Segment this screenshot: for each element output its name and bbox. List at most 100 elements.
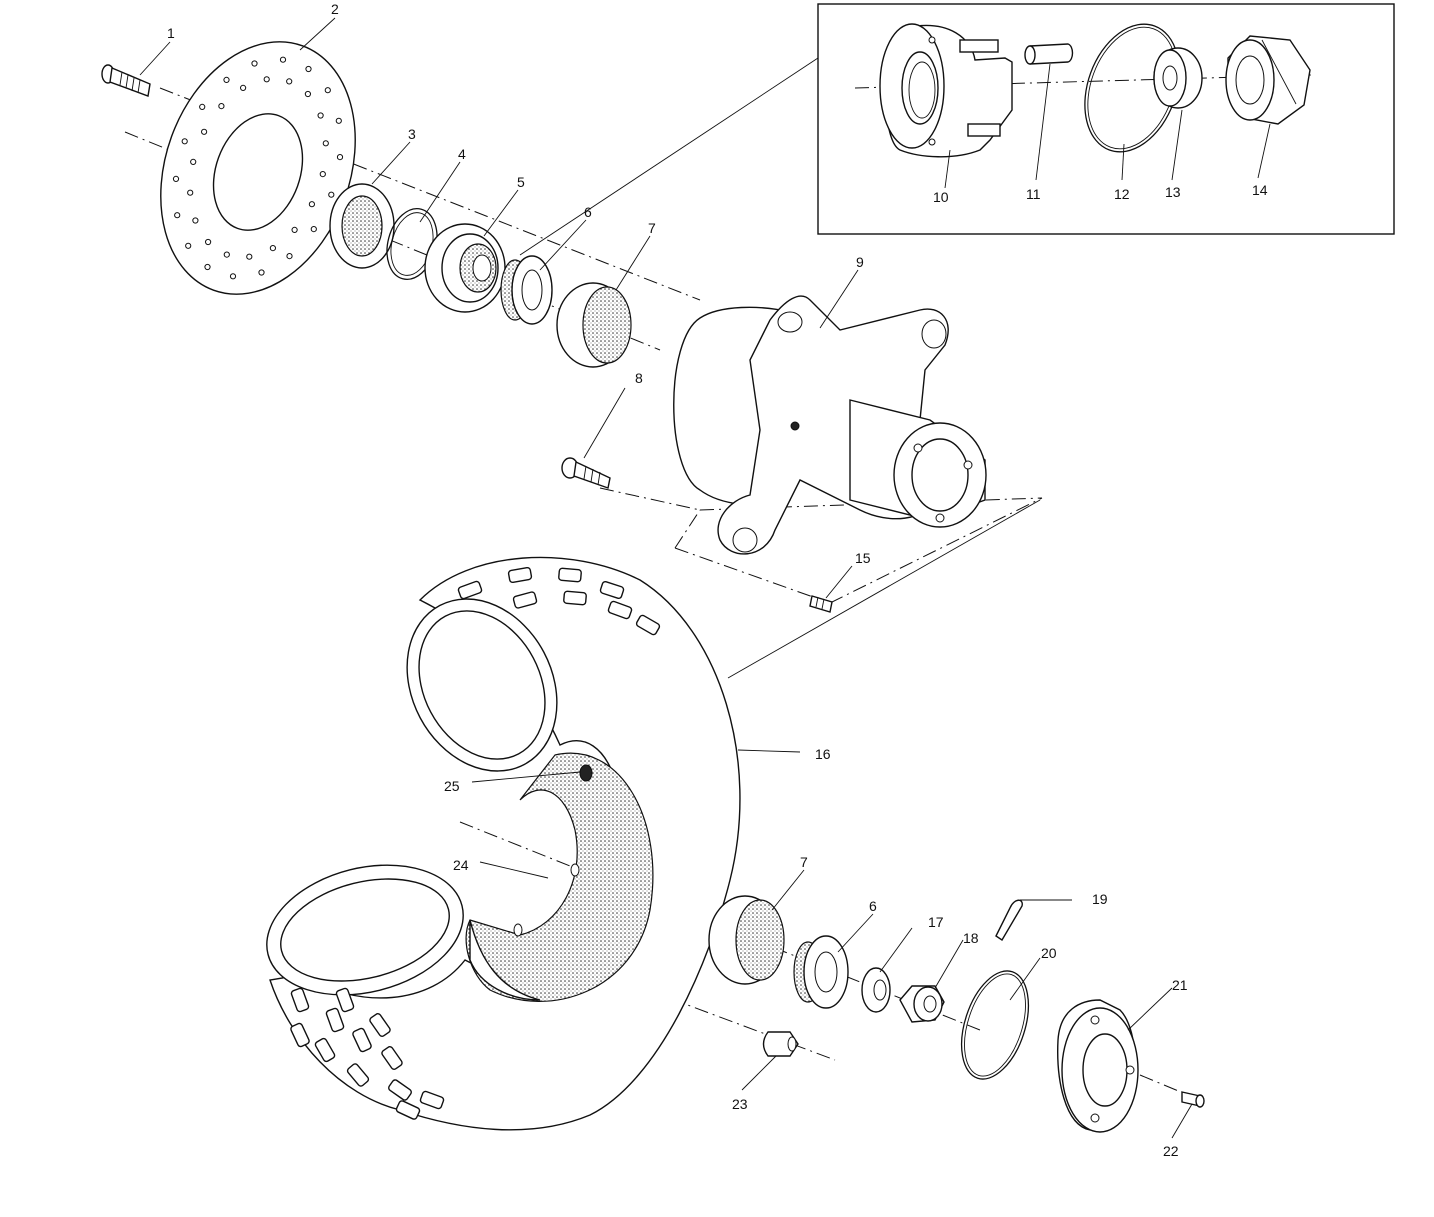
part-20-o-ring[interactable] [949, 962, 1041, 1087]
part-2-brake-disc[interactable] [127, 14, 389, 321]
part-16-tire[interactable] [253, 556, 741, 1131]
disc-hole [187, 189, 194, 196]
part-6-roller-bearing-upper[interactable] [500, 255, 553, 325]
leader-lines [139, 17, 1271, 1139]
disc-hole [328, 191, 335, 198]
callout-13: 13 [1165, 184, 1181, 200]
callout-20: 20 [1041, 945, 1057, 961]
callout-6-lower: 6 [869, 898, 877, 914]
part-11-pin[interactable] [1024, 43, 1074, 65]
disc-hole [218, 103, 225, 110]
part-18-castle-nut[interactable] [899, 985, 945, 1023]
disc-hole [174, 212, 181, 219]
callout-4: 4 [458, 146, 466, 162]
tire-lug [381, 1046, 403, 1070]
callout-15: 15 [855, 550, 871, 566]
callout-5: 5 [517, 174, 525, 190]
callout-11: 11 [1026, 186, 1041, 202]
tire-lug [457, 580, 483, 600]
tire-lug [388, 1079, 412, 1101]
disc-hole [324, 87, 331, 94]
callout-6: 6 [584, 204, 592, 220]
callout-19: 19 [1092, 891, 1108, 907]
disc-hole [305, 65, 312, 73]
part-13-washer[interactable] [1153, 47, 1203, 109]
disc-hole [269, 245, 276, 252]
disc-hole [319, 171, 326, 178]
disc-hole [192, 217, 199, 224]
part-5-splined-hub[interactable] [424, 223, 506, 313]
part-14-hex-nut[interactable] [1225, 35, 1311, 125]
tire-lug [325, 1007, 345, 1033]
disc-hole [279, 56, 287, 63]
part-9-knuckle-housing[interactable] [673, 295, 987, 555]
disc-hole [240, 84, 247, 92]
part-23-lug-nut[interactable] [762, 1031, 799, 1057]
disc-hole [263, 76, 270, 83]
tire-lug [290, 987, 310, 1013]
part-19-cotter-pin[interactable] [995, 899, 1023, 941]
part-8-bolt[interactable] [561, 457, 611, 489]
tire-lug [290, 1022, 310, 1048]
callout-17: 17 [928, 914, 944, 930]
disc-hole [190, 158, 197, 165]
callout-3: 3 [408, 126, 416, 142]
disc-hole [322, 140, 329, 147]
tire-lug [635, 614, 661, 636]
part-7-bearing-cup-upper[interactable] [556, 282, 632, 368]
disc-hole [317, 112, 324, 119]
part-24-wheel-rim[interactable] [465, 752, 654, 1003]
callout-24: 24 [453, 857, 469, 873]
part-3-bearing-race[interactable] [329, 183, 395, 269]
part-7-bearing-cup-lower[interactable] [708, 895, 785, 985]
disc-hole [185, 242, 192, 249]
callout-16: 16 [815, 746, 831, 762]
part-15-stud[interactable] [809, 595, 833, 613]
callout-7-lower: 7 [800, 854, 808, 870]
part-25-valve-stem[interactable] [579, 764, 593, 782]
tire-lug [346, 1063, 370, 1087]
disc-hole [205, 238, 212, 246]
disc-hole [199, 103, 206, 111]
callout-12: 12 [1114, 186, 1130, 202]
disc-hole [223, 251, 230, 258]
callout-7: 7 [648, 220, 656, 236]
part-10-hub-carrier[interactable] [879, 23, 1013, 158]
disc-hole [286, 78, 293, 85]
callout-21: 21 [1172, 977, 1188, 993]
tire-lug [419, 1090, 445, 1110]
part-17-washer[interactable] [861, 967, 891, 1013]
disc-hole [251, 60, 258, 67]
disc-hole [286, 253, 293, 260]
tire-lug [395, 1100, 421, 1120]
callout-8: 8 [635, 370, 643, 386]
disc-hole [229, 273, 237, 280]
callout-18: 18 [963, 930, 979, 946]
callout-25: 25 [444, 778, 460, 794]
tire-lug [314, 1037, 336, 1063]
callout-9: 9 [856, 254, 864, 270]
callout-2: 2 [331, 1, 339, 17]
tire-lug [599, 580, 625, 600]
disc-hole [291, 226, 298, 233]
disc-hole [223, 76, 230, 84]
disc-hole [336, 154, 344, 161]
disc-hole [310, 226, 317, 233]
tire-lug [558, 567, 582, 583]
tire-lug [563, 590, 587, 606]
callout-14: 14 [1252, 182, 1268, 198]
part-6-roller-bearing-lower[interactable] [793, 935, 849, 1009]
part-21-hub-cap[interactable] [1057, 999, 1139, 1133]
part-22-screw[interactable] [1181, 1091, 1205, 1108]
disc-hole [201, 128, 208, 135]
disc-hole [181, 138, 188, 145]
tire-lug [335, 987, 355, 1013]
tire-lug [512, 591, 538, 609]
tire-lug [607, 600, 633, 620]
part-1-bolt[interactable] [101, 64, 151, 97]
disc-hole [304, 90, 311, 98]
callout-labels: 1 2 3 4 5 6 7 8 9 10 11 12 13 14 15 16 2… [167, 1, 1268, 1159]
callout-10: 10 [933, 189, 949, 205]
tire-lug [352, 1027, 372, 1053]
